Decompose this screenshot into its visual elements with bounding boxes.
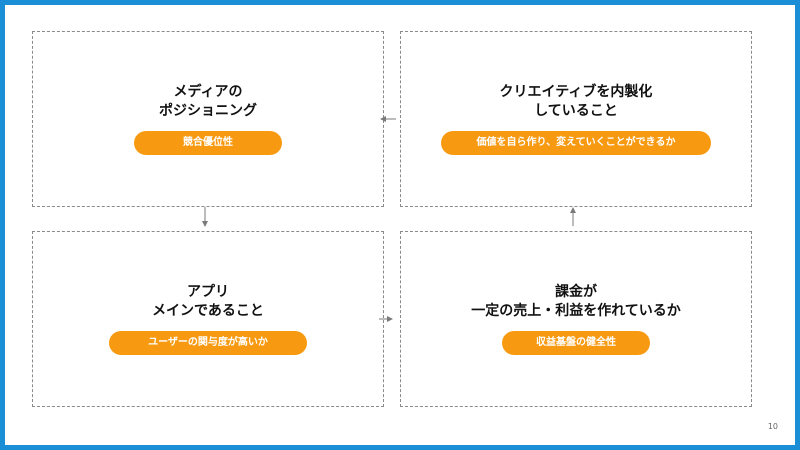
box-title: アプリ メインであること (152, 284, 264, 319)
page-number: 10 (767, 422, 778, 431)
box-title: 課金が 一定の売上・利益を作れているか (471, 284, 681, 319)
box-title: クリエイティブを内製化 していること (499, 84, 653, 119)
box-title: メディアの ポジショニング (159, 84, 257, 119)
pill-label: 競合優位性 (134, 131, 282, 155)
box-inhouse-creative: クリエイティブを内製化 していること 価値を自ら作り、変えていくことができるか (400, 31, 752, 207)
pill-label: ユーザーの関与度が高いか (109, 331, 307, 355)
flow-arrows (202, 116, 576, 322)
box-billing-revenue: 課金が 一定の売上・利益を作れているか 収益基盤の健全性 (400, 231, 752, 407)
pill-label: 収益基盤の健全性 (502, 331, 650, 355)
box-media-positioning: メディアの ポジショニング 競合優位性 (32, 31, 384, 207)
pill-label: 価値を自ら作り、変えていくことができるか (441, 131, 711, 155)
